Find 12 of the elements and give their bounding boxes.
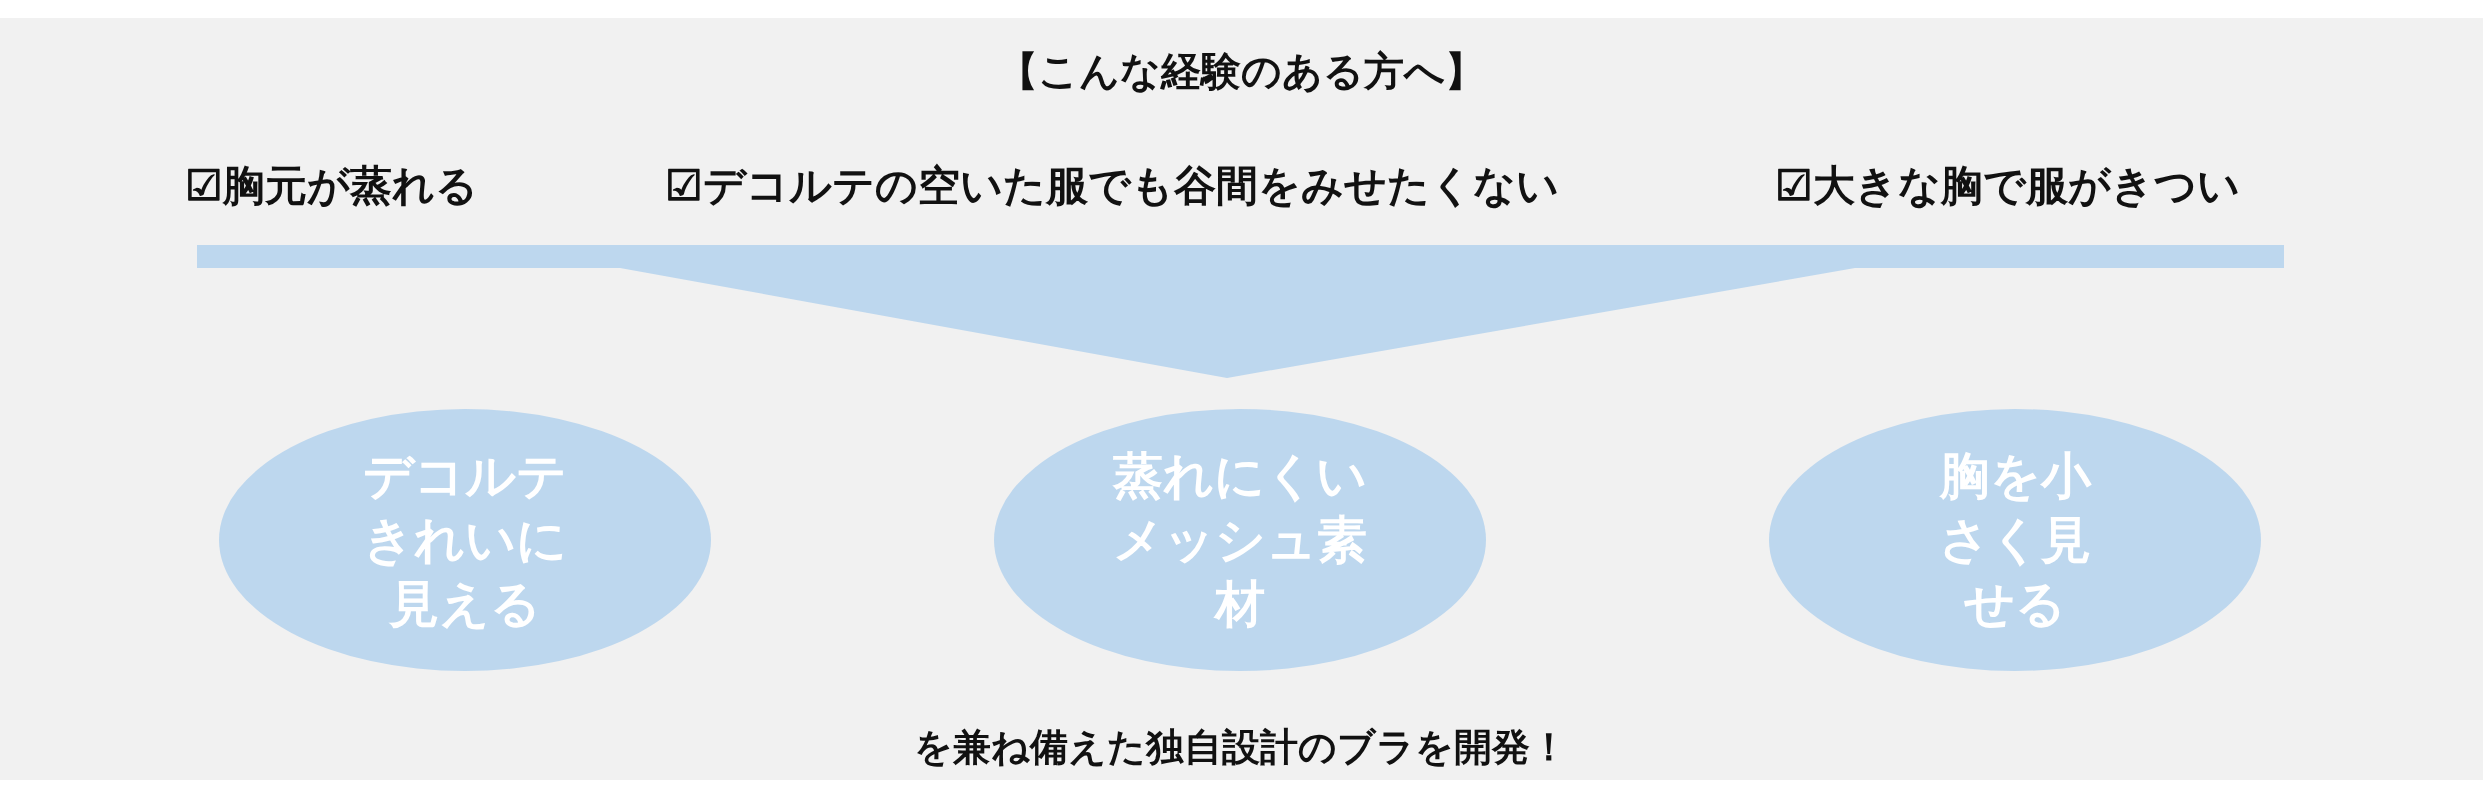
caption: を兼ね備えた独自設計のブラを開発！ bbox=[914, 725, 1568, 770]
ellipse-node bbox=[993, 408, 1487, 672]
node-label: 蒸れにくいメッシュ素材 bbox=[1111, 446, 1368, 635]
ellipse-node bbox=[1768, 408, 2262, 672]
node-label: デコルテきれいに見える bbox=[362, 446, 568, 635]
checklist-item: ☑大きな胸で服がきつい bbox=[1775, 162, 2240, 211]
checklist-item: ☑胸元が蒸れる bbox=[185, 162, 478, 211]
node-label: 胸を小さく見せる bbox=[1938, 446, 2093, 635]
checklist-item: ☑デコルテの空いた服でも谷間をみせたくない bbox=[665, 162, 1559, 211]
funnel-shape bbox=[197, 245, 2284, 378]
title: 【こんな経験のある方へ】 bbox=[997, 48, 1485, 96]
ellipse-node bbox=[218, 408, 712, 672]
